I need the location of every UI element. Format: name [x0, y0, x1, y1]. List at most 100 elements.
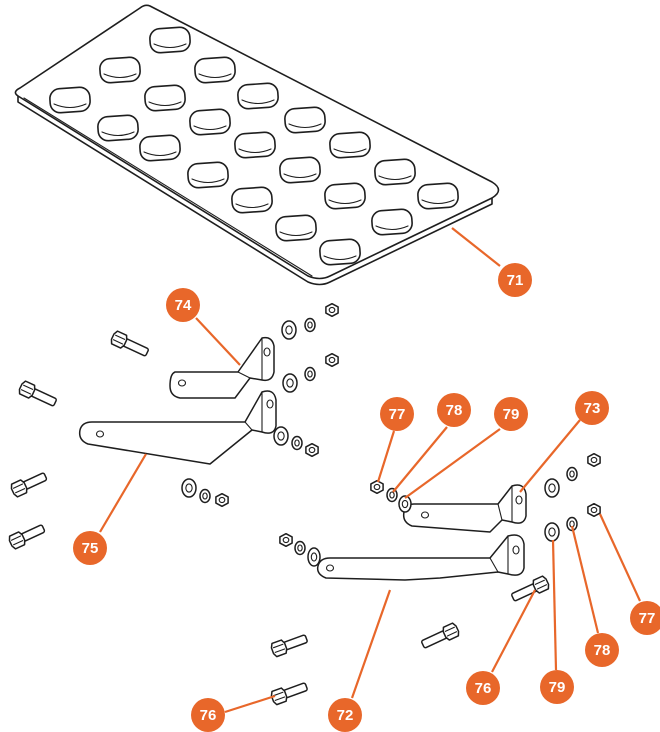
lock-washer	[199, 488, 211, 504]
hex-nut	[370, 479, 384, 495]
washer	[544, 478, 560, 498]
hex-nut	[279, 532, 293, 548]
plate-hole	[49, 86, 91, 114]
callout-76: 76	[466, 589, 536, 705]
plate-hole	[284, 106, 326, 134]
callout-leader-line	[570, 525, 600, 634]
hex-nut	[325, 302, 339, 318]
hardware	[8, 302, 601, 706]
hex-bolt	[270, 682, 308, 706]
hex-bolt	[10, 472, 48, 498]
callout-leader-line	[99, 453, 147, 533]
bracket-73	[402, 484, 527, 533]
callout-number: 77	[639, 610, 656, 627]
plate-hole-depth	[238, 148, 272, 154]
callout-73: 73	[519, 391, 609, 493]
washer	[398, 495, 412, 513]
plate-hole-depth	[288, 123, 322, 129]
plate-hole	[279, 156, 321, 184]
washer	[544, 522, 560, 542]
washer	[181, 478, 197, 498]
bracket-75	[78, 390, 277, 465]
callout-72: 72	[328, 589, 392, 732]
lock-washer	[294, 540, 306, 556]
callout-79: 79	[404, 397, 528, 499]
callout-number: 77	[389, 406, 406, 423]
plate-hole	[374, 158, 416, 186]
plate-hole-depth	[378, 175, 412, 181]
callout-badge	[466, 671, 500, 705]
callout-74: 74	[166, 288, 241, 366]
lock-washer	[291, 435, 303, 451]
plate-hole	[324, 182, 366, 210]
callout-badge	[630, 601, 660, 635]
callout-leader-line	[519, 419, 581, 493]
plate-hole	[144, 84, 186, 112]
plate-hole	[417, 182, 459, 210]
callout-leader-line	[350, 589, 392, 699]
callout-leader-line	[491, 589, 536, 673]
callout-badge	[585, 633, 619, 667]
plate-hole-depth	[279, 231, 313, 237]
callout-badge	[380, 397, 414, 431]
callout-leader-line	[376, 430, 396, 483]
callout-number: 76	[475, 680, 492, 697]
plate-hole	[371, 208, 413, 236]
plate-hole-depth	[235, 203, 269, 209]
callout-badge	[498, 263, 532, 297]
hex-bolt	[8, 524, 46, 550]
plate-hole-depth	[53, 103, 87, 109]
plate-hole-depth	[103, 73, 137, 79]
plate-hole	[329, 131, 371, 159]
callout-leader-line	[195, 317, 241, 366]
bracket-72	[316, 534, 525, 581]
callout-badge	[575, 391, 609, 425]
hex-bolt	[421, 622, 460, 649]
plate-hole	[187, 161, 229, 189]
bracket-74	[169, 336, 275, 399]
plate-hole	[275, 214, 317, 242]
step-plate	[14, 4, 500, 286]
callout-leader-line	[224, 694, 276, 714]
plate-hole	[97, 114, 139, 142]
washer	[307, 547, 321, 567]
callout-badge	[437, 393, 471, 427]
plate-hole	[237, 82, 279, 110]
hex-bolt	[110, 330, 149, 357]
plate-hole	[234, 131, 276, 159]
plate-hole-depth	[193, 125, 227, 131]
plate-hole	[194, 56, 236, 84]
callout-leader-line	[404, 428, 501, 499]
washer	[273, 426, 289, 446]
callout-badge	[540, 670, 574, 704]
plate-hole-depth	[198, 73, 232, 79]
plate-hole-depth	[148, 101, 182, 107]
callout-number: 79	[503, 406, 520, 423]
callout-78: 78	[570, 525, 619, 667]
callout-leader-line	[551, 539, 558, 671]
callout-75: 75	[73, 453, 147, 565]
washer	[282, 373, 298, 393]
plate-hole-depth	[101, 131, 135, 137]
plate-hole-depth	[328, 199, 362, 205]
callout-number: 78	[446, 402, 463, 419]
callout-leader-line	[392, 426, 448, 493]
hex-bolt	[270, 634, 308, 658]
washer	[281, 320, 297, 340]
plate-hole-depth	[375, 225, 409, 231]
plate-hole-depth	[283, 173, 317, 179]
hex-nut	[325, 352, 339, 368]
hex-bolt	[511, 575, 550, 602]
callout-number: 71	[507, 272, 524, 289]
callout-77: 77	[376, 397, 414, 483]
lock-washer	[566, 466, 578, 482]
plate-hole	[99, 56, 141, 84]
callout-76: 76	[191, 694, 276, 732]
plate-hole	[139, 134, 181, 162]
hex-nut	[587, 452, 601, 468]
lock-washer	[304, 366, 316, 382]
callout-leader-line	[599, 513, 641, 602]
callout-77: 77	[599, 513, 660, 635]
